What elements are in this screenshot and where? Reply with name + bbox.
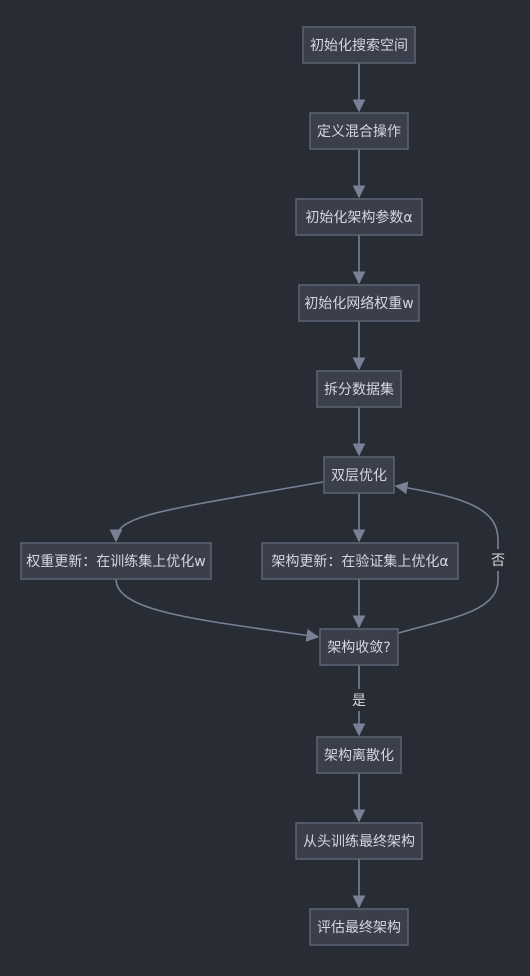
edge-bilevel-to-weight-update xyxy=(109,481,324,543)
node-label: 定义混合操作 xyxy=(317,124,401,140)
node-init-net-weights[interactable]: 初始化网络权重w xyxy=(298,284,420,322)
node-label: 评估最终架构 xyxy=(317,920,401,936)
edge-label-no: 否 xyxy=(491,553,505,569)
node-label: 架构离散化 xyxy=(324,747,394,764)
edge-weight-update-to-converged xyxy=(115,578,320,642)
edge-label-yes-bg xyxy=(349,689,369,711)
node-arch-converged[interactable]: 架构收敛? xyxy=(319,628,399,666)
node-label: 架构收敛? xyxy=(327,640,390,656)
edge-label-no-bg xyxy=(488,549,508,571)
node-arch-discretize[interactable]: 架构离散化 xyxy=(316,736,402,774)
node-label: 架构更新：在验证集上优化α xyxy=(271,553,448,570)
node-init-search-space[interactable]: 初始化搜索空间 xyxy=(302,26,416,64)
node-label: 初始化网络权重w xyxy=(304,295,413,312)
node-define-mixed-ops[interactable]: 定义混合操作 xyxy=(309,112,409,150)
node-retrain-final[interactable]: 从头训练最终架构 xyxy=(295,822,423,860)
node-bilevel-opt[interactable]: 双层优化 xyxy=(323,456,395,494)
node-split-dataset[interactable]: 拆分数据集 xyxy=(316,370,402,408)
edge-label-yes: 是 xyxy=(352,693,366,709)
node-weight-update[interactable]: 权重更新：在训练集上优化w xyxy=(20,542,212,580)
node-label: 双层优化 xyxy=(331,468,387,484)
node-arch-update[interactable]: 架构更新：在验证集上优化α xyxy=(261,542,459,580)
node-label: 从头训练最终架构 xyxy=(303,834,415,850)
edges xyxy=(109,63,499,909)
node-label: 拆分数据集 xyxy=(324,381,394,398)
node-evaluate-final[interactable]: 评估最终架构 xyxy=(309,908,409,946)
node-label: 初始化搜索空间 xyxy=(310,37,408,54)
node-label: 初始化架构参数α xyxy=(305,209,412,226)
node-init-arch-params[interactable]: 初始化架构参数α xyxy=(295,198,423,236)
node-label: 权重更新：在训练集上优化w xyxy=(26,553,205,570)
